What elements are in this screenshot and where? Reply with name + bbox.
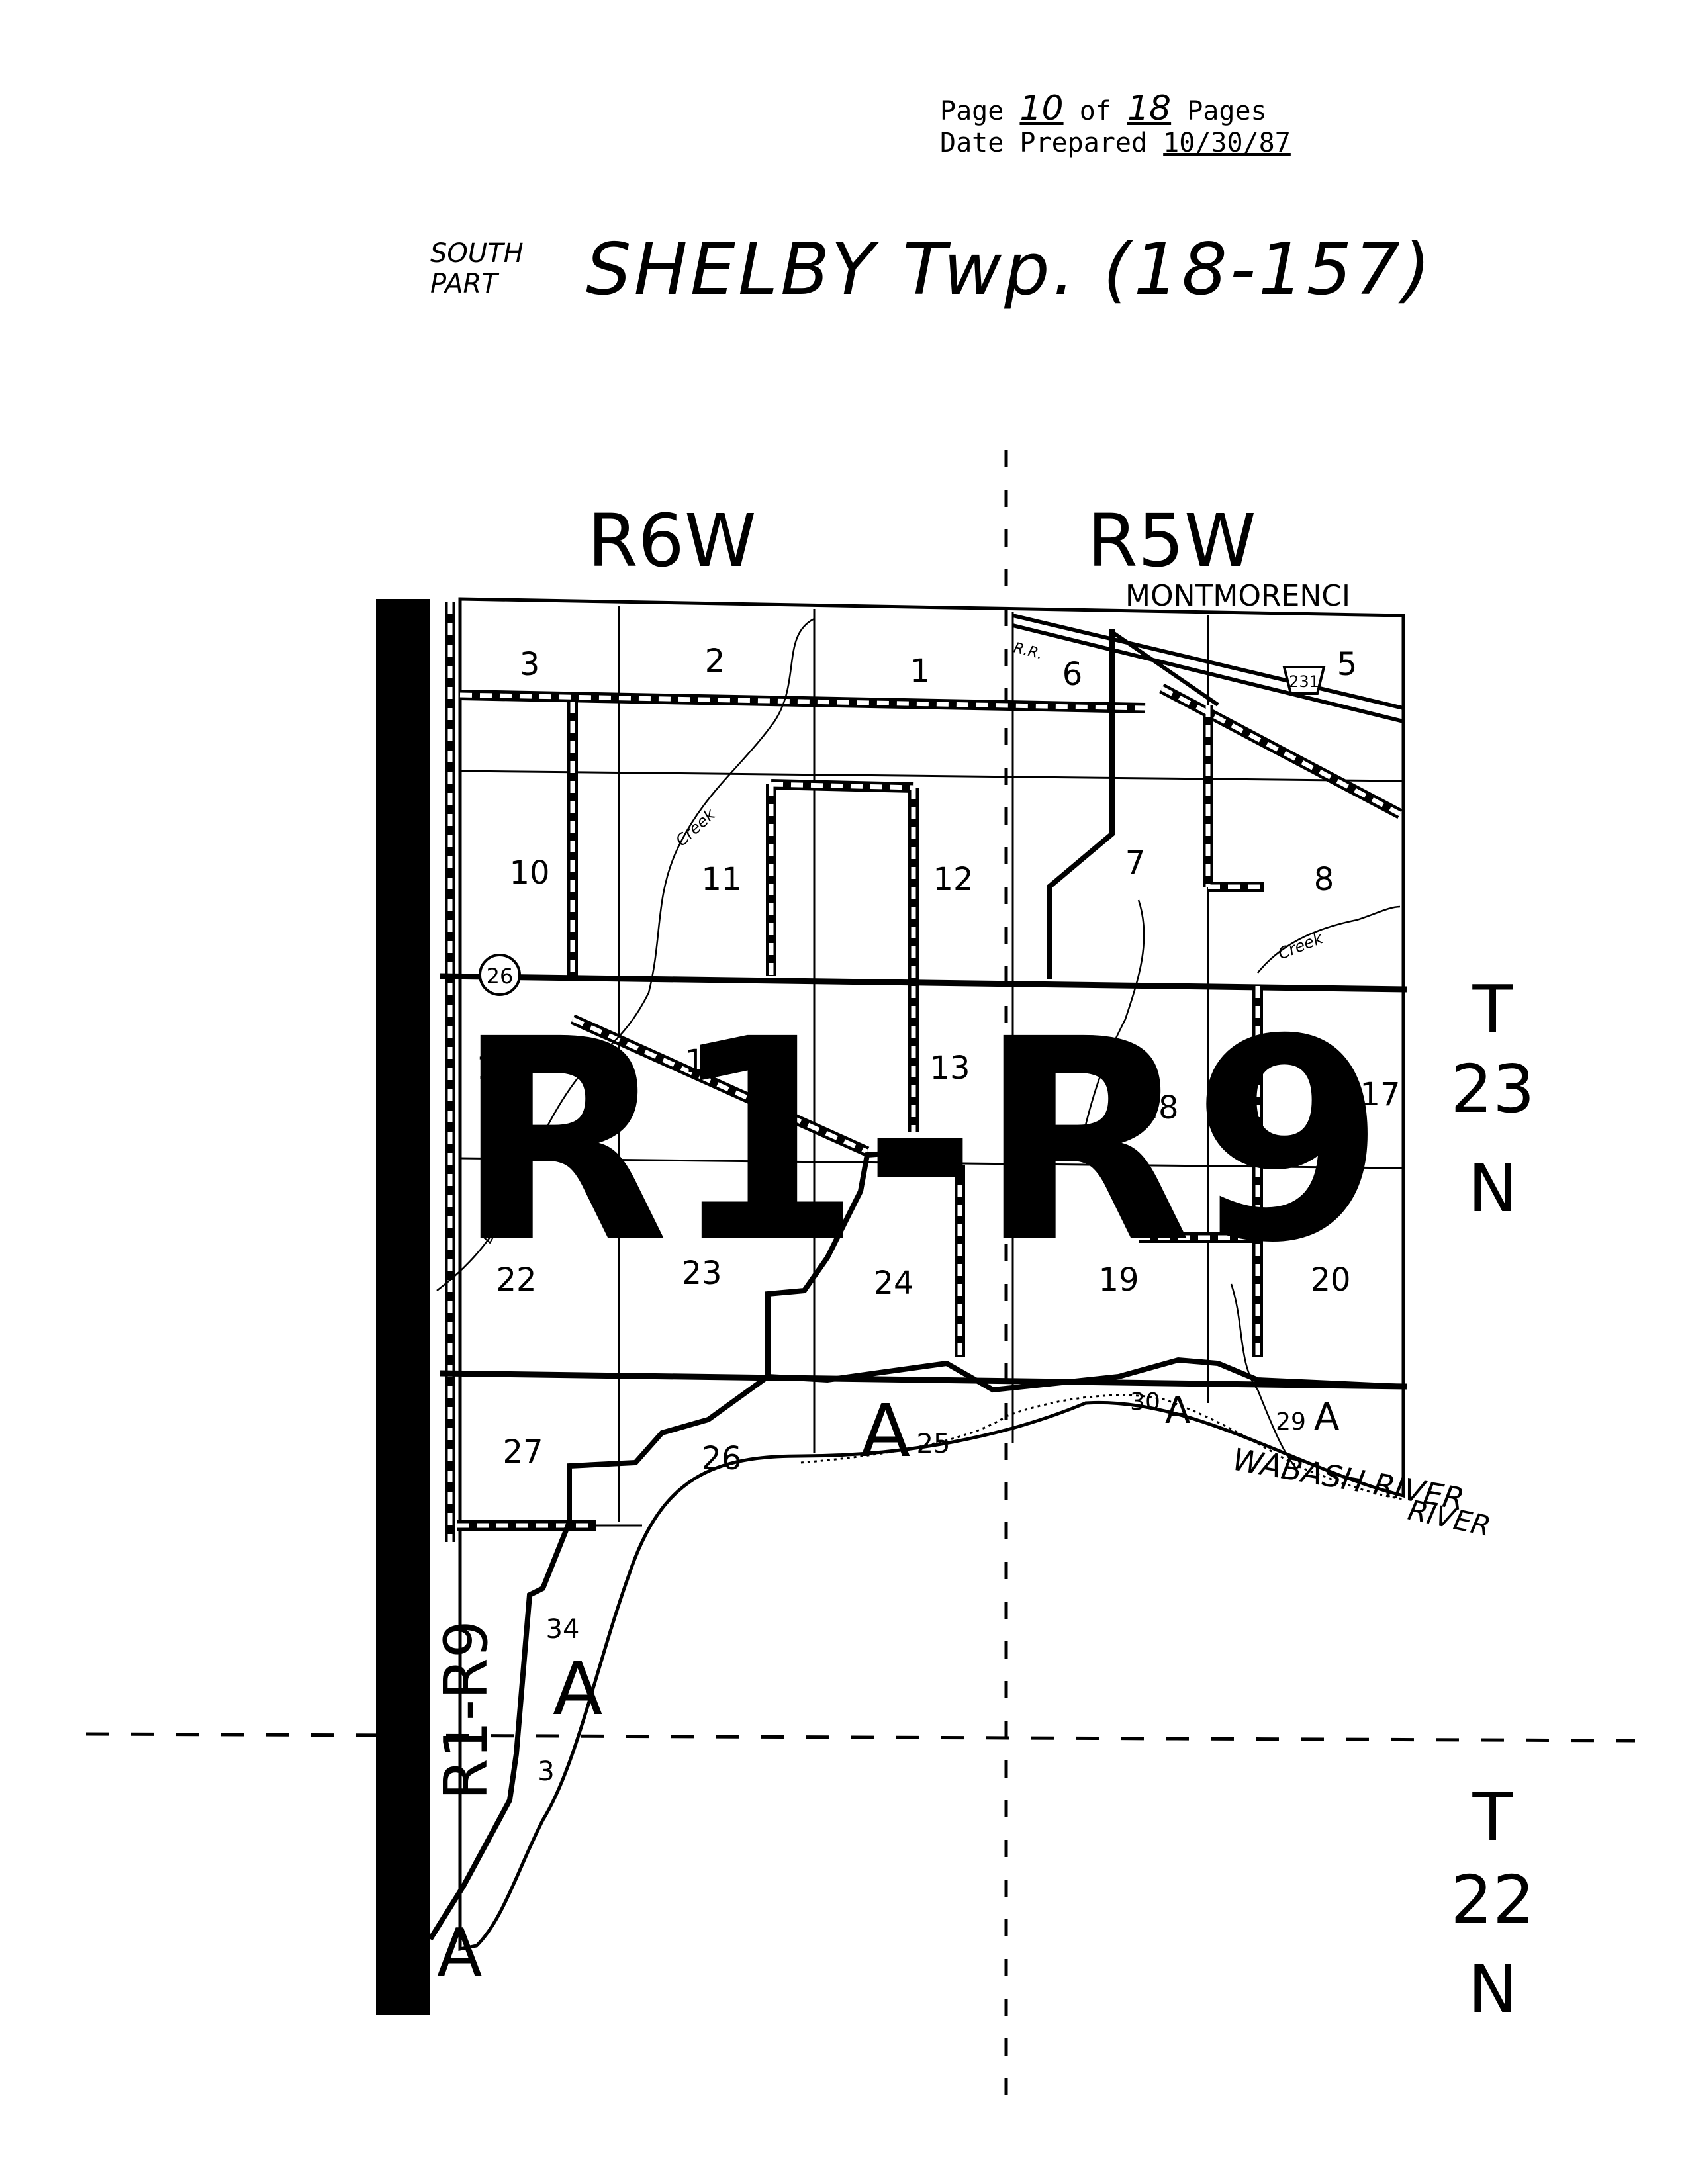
township-outline [458,597,1405,1952]
section-number: 10 [509,854,549,891]
section-number: 17 [1360,1076,1400,1113]
highway-26-shield-icon [479,954,521,996]
town-label: MONTMORENCI [1125,579,1350,613]
title-block: SOUTH PART SHELBY Twp. (18-157) [430,228,1489,347]
section-number: 23 [681,1255,722,1292]
township-upper-t: T [1472,971,1513,1048]
section-numbers: 3 2 1 6 5 10 11 12 7 8 15 14 13 18 17 22… [476,643,1400,1787]
section-number: 30 [1130,1388,1160,1416]
section-number: 3 [538,1756,554,1787]
section-number: 27 [502,1433,543,1471]
creek-label-2: Creek [1276,929,1326,964]
section-number: 1 [910,653,931,690]
page-header: Page 10 of 18 Pages Date Prepared 10/30/… [940,91,1403,159]
page-count-row: Page 10 of 18 Pages [940,91,1403,127]
section-number: 7 [1125,844,1146,882]
zoning-boundary [428,629,1404,1941]
township-lower-num: 22 [1450,1861,1534,1938]
creek-label-1: Creek [672,805,720,850]
zone-a-mark-3: A [1314,1396,1339,1439]
of-label: of [1079,96,1111,126]
township-upper-n: N [1468,1150,1518,1227]
county-roads [457,683,1403,1531]
highway-231-shield-icon [1282,666,1326,695]
part-line-1: SOUTH [430,238,524,269]
highway-231-label: 231 [1289,672,1319,691]
section-number: 12 [933,861,973,898]
county-boundary [376,599,430,2015]
part-label: SOUTH PART [430,238,524,299]
river-label: WABASH RIVER [1230,1441,1467,1518]
township-upper-num: 23 [1450,1050,1534,1128]
section-number: 22 [496,1261,536,1298]
section-number: 13 [929,1050,970,1087]
section-number: 6 [1062,656,1083,693]
zone-a-mark-1: A [861,1388,910,1473]
section-number: 18 [1138,1089,1178,1126]
township-divider-line [85,1732,1636,1743]
section-number: 26 [701,1440,741,1477]
section-number: 34 [546,1614,580,1645]
section-number: 8 [1314,861,1334,898]
section-number: 19 [1098,1261,1139,1298]
date-value: 10/30/87 [1163,128,1291,158]
date-row: Date Prepared 10/30/87 [940,127,1403,159]
township-title: SHELBY Twp. (18-157) [586,228,1434,311]
zone-a-mark-2: A [1165,1389,1190,1432]
part-line-2: PART [430,269,498,299]
section-number: 3 [520,646,540,683]
section-number: 14 [684,1043,725,1080]
section-number: 25 [917,1429,951,1459]
page-number: 10 [1019,89,1064,128]
page-label: Page [940,96,1004,126]
total-pages: 18 [1127,89,1172,128]
section-number: 2 [705,643,725,680]
section-number: 24 [873,1265,913,1302]
range-left-label: R6W [587,498,756,583]
township-lower-t: T [1472,1778,1513,1856]
section-number: 5 [1337,646,1358,683]
zone-a-mark-5: A [437,1914,482,1991]
zone-a-mark-4: A [553,1647,602,1731]
range-right-label: R5W [1087,498,1256,583]
highway-26-label: 26 [487,964,514,989]
highway-roads [440,973,1407,1390]
railroad-lines [1012,614,1404,723]
railroad-label: R.R. [1012,640,1045,663]
date-label: Date Prepared [940,128,1148,158]
section-number: 20 [1310,1261,1350,1298]
zoning-label-small: R1-R9 [432,1620,501,1800]
river-bank [800,1394,1404,1500]
section-number: 15 [476,1050,516,1087]
section-number: 11 [701,861,741,898]
zoning-label-large: R1-R9 [455,980,1385,1304]
township-lower-n: N [1468,1950,1518,2028]
pages-label: Pages [1187,96,1267,126]
creeks [436,617,1401,1470]
section-number: 29 [1276,1408,1306,1435]
